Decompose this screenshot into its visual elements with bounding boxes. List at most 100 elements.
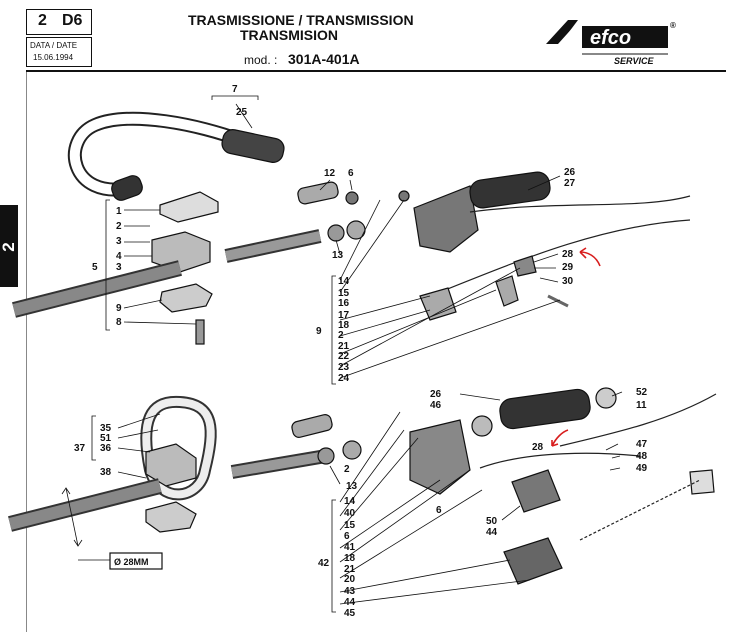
callout-1: 1: [116, 206, 122, 217]
service-label: SERVICE: [614, 56, 655, 66]
red-annotations: [551, 247, 601, 447]
callout-14-lower: 14: [344, 496, 356, 507]
callout-52: 52: [636, 387, 648, 398]
date-label: DATA / DATE: [30, 41, 78, 50]
callout-21: 21: [338, 341, 350, 352]
bracket-42: [331, 499, 336, 613]
callout-20: 20: [344, 574, 356, 585]
diameter-dim-line: [65, 487, 79, 547]
sleeve-lower: [291, 414, 333, 438]
grip-upper-left: [221, 129, 285, 163]
callout-18: 18: [338, 320, 350, 331]
callout-43: 43: [344, 586, 356, 597]
callout-6-lower: 6: [344, 531, 350, 542]
switch-block-50: [511, 469, 561, 513]
callout-17: 17: [338, 310, 350, 321]
date-value: 15.06.1994: [33, 53, 74, 62]
cable-27-upper: [469, 195, 691, 213]
callout-9-bracket: 9: [316, 326, 322, 337]
bushing-lower-b: [342, 440, 362, 460]
callout-13-lower: 13: [346, 481, 358, 492]
leader-7: [211, 95, 259, 100]
brand-name: efco: [590, 27, 631, 49]
bracket-9-upper: [331, 275, 336, 385]
callout-29: 29: [562, 262, 574, 273]
red-arrow-lower: [551, 429, 569, 447]
callout-41: 41: [344, 542, 356, 553]
callout-2-lower: 2: [344, 464, 350, 475]
callout-26-lower: 26: [430, 389, 442, 400]
grip-end-upper: [111, 175, 143, 201]
switch-block-lower: [503, 537, 563, 585]
callout-36: 36: [100, 443, 112, 454]
frame-left: [26, 72, 27, 632]
callout-6: 6: [348, 168, 354, 179]
callout-15: 15: [338, 288, 350, 299]
callout-7: 7: [232, 84, 238, 95]
callout-38: 38: [100, 467, 112, 478]
callout-11: 11: [636, 400, 647, 411]
throttle-housing-lower: [409, 419, 471, 495]
grip-upper-right: [469, 171, 551, 209]
cable-49: [579, 479, 701, 541]
section-number: 2: [38, 12, 47, 29]
bushing-lower-a: [317, 447, 335, 465]
section-side-tab: 2: [0, 205, 18, 287]
clamp-lower-upper: [159, 283, 213, 313]
screw-upper: [195, 319, 205, 345]
callout-51: 51: [100, 433, 112, 444]
callout-8: 8: [116, 317, 122, 328]
connector-49: [689, 469, 715, 495]
svg-text:®: ®: [670, 21, 676, 30]
callout-42: 42: [318, 558, 330, 569]
nut-6b-upper: [398, 190, 410, 202]
callout-48: 48: [636, 451, 648, 462]
ring-52: [595, 387, 617, 409]
header-rule: [26, 70, 726, 72]
callout-28-lower: 28: [532, 442, 544, 453]
cable-11: [559, 393, 717, 447]
callout-12: 12: [324, 168, 336, 179]
date-box: [26, 37, 92, 67]
callout-5: 5: [92, 262, 98, 273]
callout-35: 35: [100, 423, 112, 434]
page-title: TRASMISSIONE / TRANSMISSION: [188, 12, 414, 28]
callout-27: 27: [564, 178, 576, 189]
callout-44: 44: [344, 597, 356, 608]
callout-49: 49: [636, 463, 648, 474]
callout-46: 46: [430, 400, 442, 411]
lever-upper: [495, 275, 519, 307]
cable-28-upper: [429, 219, 691, 297]
diameter-label: Ø 28MM: [114, 557, 149, 567]
throttle-housing-upper: [413, 185, 479, 253]
callout-37: 37: [74, 443, 86, 454]
sleeve-12-upper: [297, 181, 339, 205]
callout-22: 22: [338, 351, 350, 362]
nut-6-upper: [345, 191, 359, 205]
clamp-top-upper: [159, 191, 219, 223]
callout-3b: 3: [116, 262, 122, 273]
diameter-label-box: [109, 552, 163, 570]
callout-4: 4: [116, 251, 122, 262]
callout-50: 50: [486, 516, 498, 527]
switch-upper: [419, 287, 457, 321]
callout-2: 2: [116, 221, 122, 232]
callout-21-lower: 21: [344, 564, 356, 575]
callout-13: 13: [332, 250, 344, 261]
clamp-base-upper: [151, 231, 211, 273]
callout-6-lower-b: 6: [436, 505, 442, 516]
section-code-box: [26, 9, 92, 35]
callout-25: 25: [236, 107, 248, 118]
callout-44-lower: 44: [486, 527, 498, 538]
callout-28: 28: [562, 249, 574, 260]
bracket-37: [91, 415, 96, 461]
model-label: mod. :: [244, 53, 278, 67]
ring-46-lower: [471, 415, 493, 437]
bracket-5: [105, 199, 110, 331]
page-code: D6: [62, 12, 83, 29]
callout-15-lower: 15: [344, 520, 356, 531]
callout-45: 45: [344, 608, 356, 619]
clip-29-upper: [513, 255, 537, 277]
